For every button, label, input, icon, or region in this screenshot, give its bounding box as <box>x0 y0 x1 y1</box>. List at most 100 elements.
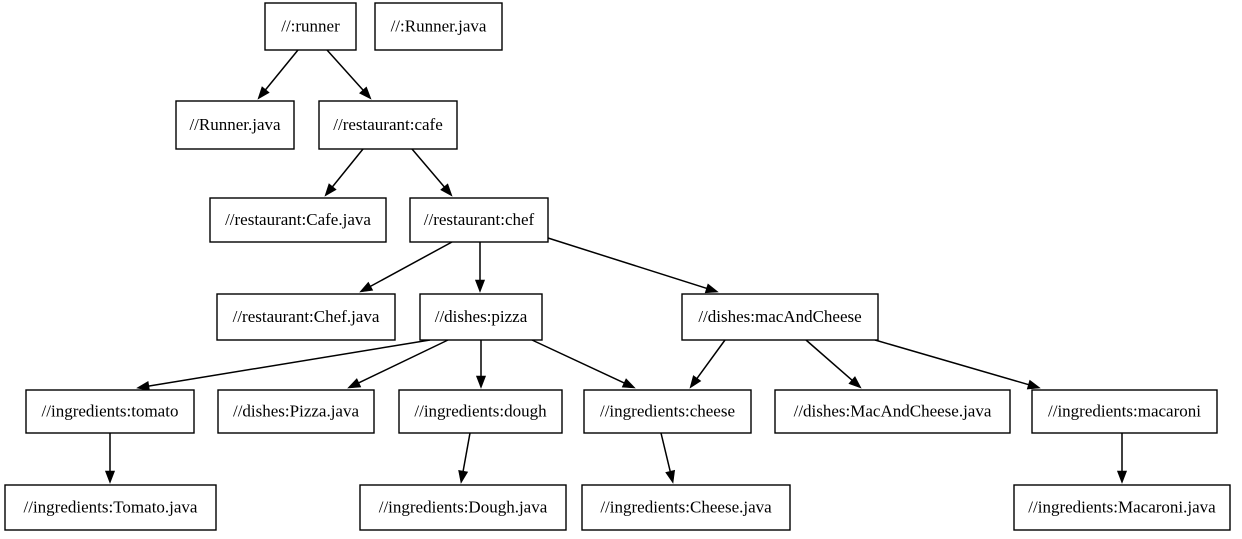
node-box[interactable] <box>217 389 375 434</box>
node-label: //restaurant:cafe <box>333 115 443 134</box>
edge-line <box>660 432 672 474</box>
graph-node[interactable]: //ingredients:cheese <box>583 389 752 434</box>
edge-line <box>531 339 627 385</box>
arrowhead-icon <box>848 376 862 389</box>
edge <box>136 339 431 391</box>
graph-node[interactable]: //ingredients:macaroni <box>1031 389 1218 434</box>
graph-node[interactable]: //ingredients:Macaroni.java <box>1013 484 1231 531</box>
node-label: //ingredients:macaroni <box>1048 401 1201 420</box>
edge-line <box>356 339 449 385</box>
arrowhead-icon <box>359 86 372 100</box>
node-label: //dishes:pizza <box>435 307 528 326</box>
edge <box>475 340 487 389</box>
arrowhead-icon <box>704 283 719 294</box>
arrowhead-icon <box>359 281 374 293</box>
node-label: //ingredients:Tomato.java <box>24 497 198 516</box>
node-label: //dishes:Pizza.java <box>233 401 360 420</box>
node-label: //dishes:MacAndCheese.java <box>794 401 992 420</box>
node-box[interactable] <box>409 197 549 243</box>
graph-node[interactable]: //dishes:Pizza.java <box>217 389 375 434</box>
node-label: //:Runner.java <box>391 16 487 35</box>
graph-node[interactable]: //ingredients:tomato <box>25 389 195 434</box>
arrowhead-icon <box>257 86 270 100</box>
graph-node[interactable]: //restaurant:Chef.java <box>216 293 396 341</box>
node-label: //restaurant:Chef.java <box>233 307 380 326</box>
edge <box>411 148 453 197</box>
node-box[interactable] <box>264 2 357 51</box>
node-box[interactable] <box>583 389 752 434</box>
edge-line <box>330 148 364 189</box>
node-label: //ingredients:Dough.java <box>379 497 548 516</box>
node-box[interactable] <box>374 2 503 51</box>
node-box[interactable] <box>216 293 396 341</box>
arrowhead-icon <box>347 378 362 389</box>
graph-node[interactable]: //:runner <box>264 2 357 51</box>
edge <box>324 148 364 197</box>
edge-line <box>547 237 709 290</box>
edge <box>874 339 1041 390</box>
edge <box>326 49 372 100</box>
node-box[interactable] <box>175 100 295 150</box>
edge <box>257 49 299 100</box>
arrowhead-icon <box>621 378 636 389</box>
node-box[interactable] <box>359 484 567 531</box>
node-box[interactable] <box>398 389 563 434</box>
edge <box>474 242 486 293</box>
graph-node[interactable]: //restaurant:Cafe.java <box>209 197 387 243</box>
edge-line <box>805 339 854 382</box>
graph-node[interactable]: //restaurant:chef <box>409 197 549 243</box>
node-label: //restaurant:Cafe.java <box>225 210 371 229</box>
edge <box>531 339 636 389</box>
edge <box>347 339 449 389</box>
node-label: //Runner.java <box>189 115 281 134</box>
node-box[interactable] <box>209 197 387 243</box>
node-box[interactable] <box>419 293 543 341</box>
nodes-layer: //:runner //:Runner.java //Runner.java //re… <box>4 2 1231 531</box>
edge <box>104 433 116 484</box>
graph-node[interactable]: //:Runner.java <box>374 2 503 51</box>
edge <box>805 339 862 389</box>
edge-line <box>146 339 431 388</box>
node-box[interactable] <box>4 484 217 531</box>
edge <box>1116 433 1128 484</box>
graph-node[interactable]: //restaurant:cafe <box>318 100 458 150</box>
graph-node[interactable]: //dishes:MacAndCheese.java <box>774 389 1011 434</box>
graph-node[interactable]: //ingredients:Dough.java <box>359 484 567 531</box>
edge-line <box>263 49 299 92</box>
graph-node[interactable]: //dishes:macAndCheese <box>681 293 879 341</box>
edge <box>547 237 719 294</box>
arrowhead-icon <box>474 279 486 293</box>
edge <box>458 432 471 484</box>
arrowhead-icon <box>1026 379 1041 390</box>
arrowhead-icon <box>104 470 116 484</box>
edge <box>359 241 453 293</box>
node-box[interactable] <box>774 389 1011 434</box>
node-label: //ingredients:tomato <box>42 401 179 420</box>
arrowhead-icon <box>475 375 487 389</box>
graph-node[interactable]: //ingredients:Tomato.java <box>4 484 217 531</box>
node-box[interactable] <box>1031 389 1218 434</box>
graph-node[interactable]: //ingredients:Cheese.java <box>581 484 791 531</box>
edge-line <box>695 339 726 381</box>
arrowhead-icon <box>458 470 469 484</box>
arrowhead-icon <box>689 375 702 389</box>
node-label: //ingredients:Cheese.java <box>600 497 772 516</box>
node-box[interactable] <box>581 484 791 531</box>
edge-line <box>326 49 365 93</box>
graph-node[interactable]: //ingredients:dough <box>398 389 563 434</box>
node-box[interactable] <box>318 100 458 150</box>
arrowhead-icon <box>324 183 337 197</box>
node-box[interactable] <box>1013 484 1231 531</box>
node-label: //ingredients:Macaroni.java <box>1028 497 1216 516</box>
node-label: //:runner <box>281 16 340 35</box>
node-label: //restaurant:chef <box>424 210 535 229</box>
graph-node[interactable]: //Runner.java <box>175 100 295 150</box>
graph-node[interactable]: //dishes:pizza <box>419 293 543 341</box>
arrowhead-icon <box>136 381 150 391</box>
node-box[interactable] <box>25 389 195 434</box>
arrowhead-icon <box>1116 470 1128 484</box>
edge-line <box>411 148 447 189</box>
node-box[interactable] <box>681 293 879 341</box>
arrowhead-icon <box>440 183 453 197</box>
